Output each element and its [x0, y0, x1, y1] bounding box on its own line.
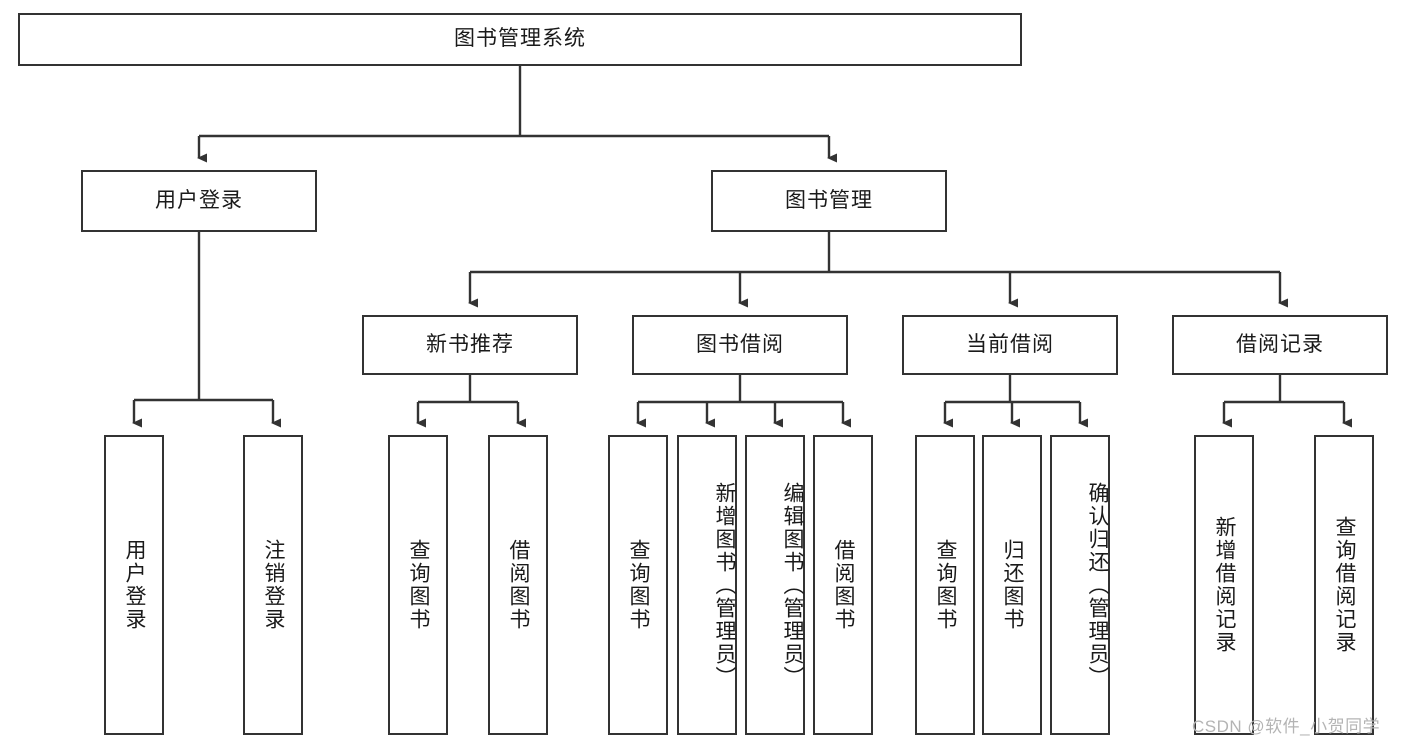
node-root[interactable]: 图书管理系统: [18, 13, 1022, 66]
node-leaf-return-book[interactable]: 归还图书: [982, 435, 1042, 735]
node-book-manage[interactable]: 图书管理: [711, 170, 947, 232]
node-leaf-user-login[interactable]: 用户登录: [104, 435, 164, 735]
node-new-book-recommend[interactable]: 新书推荐: [362, 315, 578, 375]
csdn-watermark: CSDN @软件_小贺同学: [1192, 717, 1381, 736]
node-leaf-add-record[interactable]: 新增借阅记录: [1194, 435, 1254, 735]
node-borrow-record[interactable]: 借阅记录: [1172, 315, 1388, 375]
node-leaf-query-book-3[interactable]: 查询图书: [915, 435, 975, 735]
node-leaf-query-record[interactable]: 查询借阅记录: [1314, 435, 1374, 735]
node-leaf-borrow-book-1[interactable]: 借阅图书: [488, 435, 548, 735]
node-user-login[interactable]: 用户登录: [81, 170, 317, 232]
node-book-borrow[interactable]: 图书借阅: [632, 315, 848, 375]
node-leaf-logout[interactable]: 注销登录: [243, 435, 303, 735]
node-leaf-query-book-2[interactable]: 查询图书: [608, 435, 668, 735]
node-leaf-confirm-return[interactable]: 确认归还（管理员）: [1050, 435, 1110, 735]
node-current-borrow[interactable]: 当前借阅: [902, 315, 1118, 375]
node-leaf-borrow-book-2[interactable]: 借阅图书: [813, 435, 873, 735]
node-leaf-add-book[interactable]: 新增图书（管理员）: [677, 435, 737, 735]
node-leaf-edit-book[interactable]: 编辑图书（管理员）: [745, 435, 805, 735]
node-leaf-query-book-1[interactable]: 查询图书: [388, 435, 448, 735]
